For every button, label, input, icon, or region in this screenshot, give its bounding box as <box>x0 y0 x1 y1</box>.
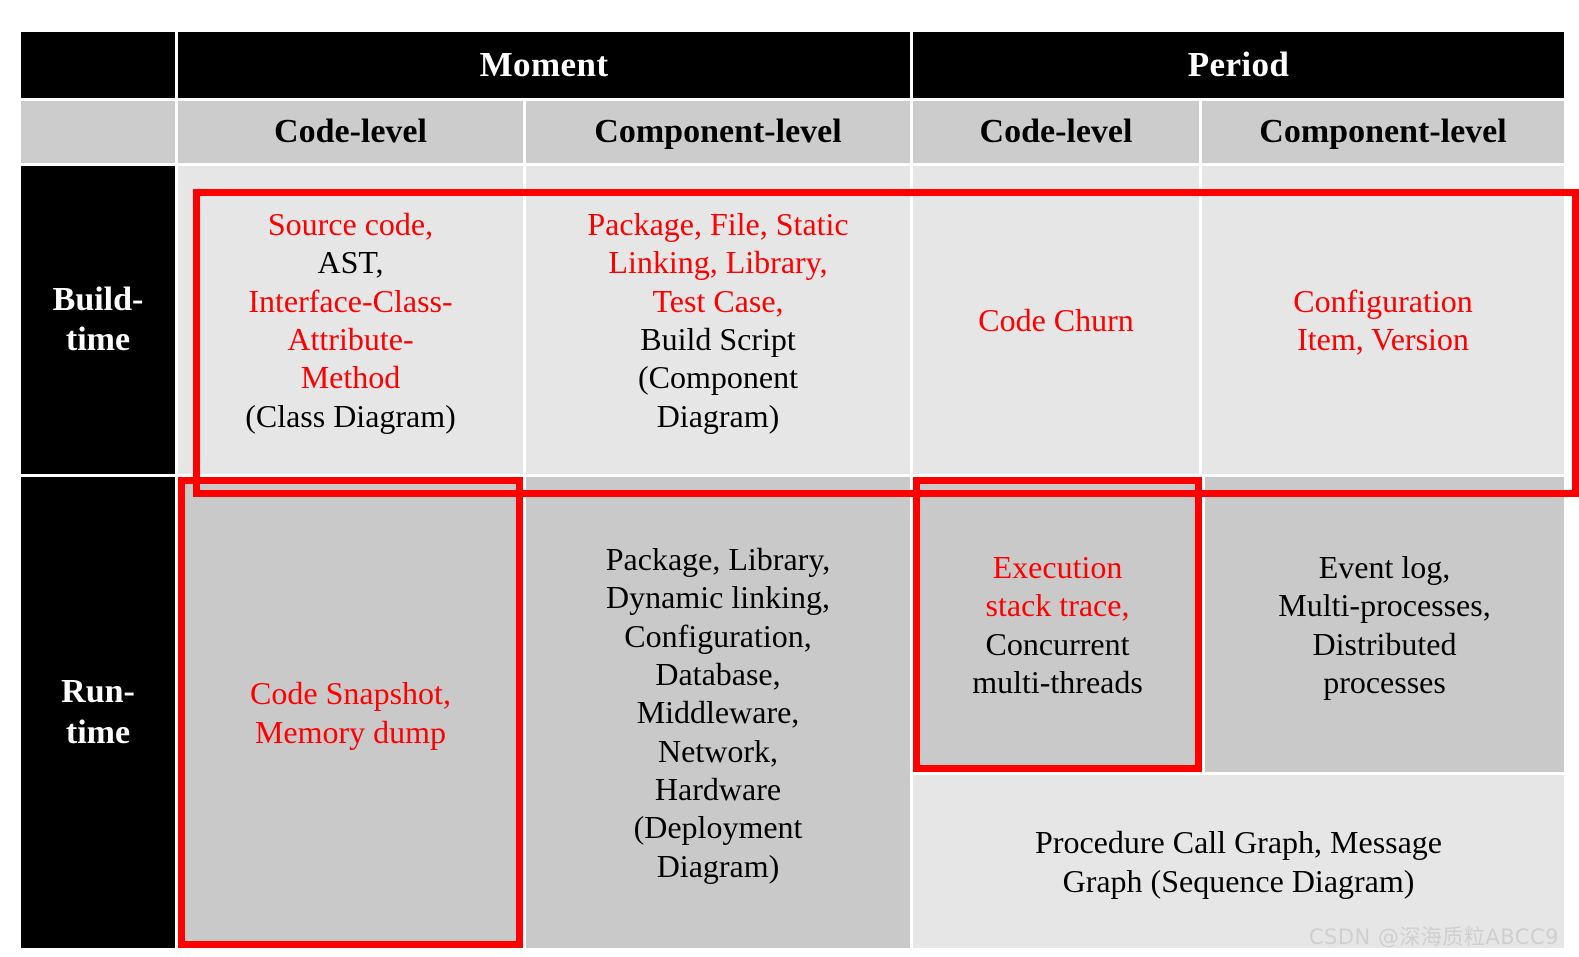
cell-run-moment-code-level-content: Code Snapshot, Memory dump <box>191 674 510 751</box>
cell-build-moment-component-level: Package, File, Static Linking, Library, … <box>526 166 910 474</box>
row-label-run-time: Run- time <box>21 477 175 948</box>
line: Configuration <box>1293 282 1473 319</box>
line: Source code, <box>267 205 434 242</box>
row-run-time: Run- time Code Snapshot, Memory dump Pac… <box>21 477 1565 948</box>
line: Event log, <box>1318 548 1451 585</box>
row-label-build-time-line1: Build- <box>52 280 144 318</box>
corner-cell-sub <box>21 101 175 163</box>
line: AST, <box>317 244 384 281</box>
header-moment-component-level: Component-level <box>526 101 910 163</box>
cell-build-moment-component-level-content: Package, File, Static Linking, Library, … <box>526 201 910 439</box>
line: Procedure Call Graph, Message <box>1035 824 1442 861</box>
cell-run-period-component-level: Event log, Multi-processes, Distributed … <box>1205 477 1565 772</box>
line: Distributed <box>1312 625 1457 662</box>
run-period-split-upper: Execution stack trace, Concurrent multi-… <box>913 477 1565 772</box>
line: Diagram) <box>656 847 780 884</box>
row-build-time: Build- time Source code, AST, Interface-… <box>21 166 1565 474</box>
cell-run-period-spanning-content: Procedure Call Graph, Message Graph (Seq… <box>921 823 1556 900</box>
cell-build-moment-code-level-content: Source code, AST, Interface-Class- Attri… <box>178 201 523 439</box>
row-label-build-time-line2: time <box>65 321 131 358</box>
cell-build-period-component-level-content: Configuration Item, Version <box>1202 278 1564 363</box>
header-period-component-level: Component-level <box>1202 101 1565 163</box>
line: (Component <box>638 359 798 396</box>
cell-run-period-code-level: Execution stack trace, Concurrent multi-… <box>913 477 1202 772</box>
line: Interface-Class- <box>248 282 453 319</box>
line: Method <box>300 359 401 396</box>
row-label-run-time-line1: Run- <box>61 673 135 711</box>
line: Code Snapshot, <box>250 675 451 712</box>
cell-run-moment-component-level-content: Package, Library, Dynamic linking, Confi… <box>526 536 910 890</box>
highlight-box-code-snapshot: Code Snapshot, Memory dump <box>178 477 523 948</box>
line: multi-threads <box>972 663 1143 700</box>
highlight-box-execution-stack-trace: Execution stack trace, Concurrent multi-… <box>913 477 1202 772</box>
line: Package, File, Static <box>587 205 849 242</box>
run-period-split-container: Execution stack trace, Concurrent multi-… <box>913 477 1565 948</box>
line: Network, <box>658 732 778 769</box>
cell-run-moment-component-level: Package, Library, Dynamic linking, Confi… <box>526 477 910 948</box>
cell-run-period-spanning: Procedure Call Graph, Message Graph (Seq… <box>913 775 1565 948</box>
line: Item, Version <box>1297 321 1469 357</box>
line: Dynamic linking, <box>606 579 830 616</box>
line: (Class Diagram) <box>245 397 456 434</box>
line: Database, <box>655 655 781 692</box>
line: Code Churn <box>978 301 1134 338</box>
evidence-matrix-table: Moment Period Code-level Component-level… <box>18 29 1579 948</box>
line: processes <box>1323 663 1446 700</box>
row-label-run-time-line2: time <box>65 713 131 751</box>
row-label-build-time: Build- time <box>21 166 175 474</box>
line: Multi-processes, <box>1278 587 1491 624</box>
header-moment: Moment <box>178 32 910 98</box>
run-period-split-lower: Procedure Call Graph, Message Graph (Seq… <box>913 775 1565 948</box>
line: Test Case, <box>652 282 784 319</box>
header-moment-code-level: Code-level <box>178 101 523 163</box>
header-row-sub: Code-level Component-level Code-level Co… <box>21 101 1565 163</box>
line: Build Script <box>640 321 796 357</box>
cell-run-period-code-level-content: Execution stack trace, Concurrent multi-… <box>926 548 1189 702</box>
header-period-code-level: Code-level <box>913 101 1199 163</box>
cell-run-period-component-level-content: Event log, Multi-processes, Distributed … <box>1213 548 1556 702</box>
line: Memory dump <box>254 713 447 750</box>
corner-cell <box>21 32 175 98</box>
run-period-split: Execution stack trace, Concurrent multi-… <box>913 477 1565 948</box>
cell-build-period-code-level: Code Churn <box>913 166 1199 474</box>
line: Hardware <box>654 771 782 808</box>
header-row-top: Moment Period <box>21 32 1565 98</box>
line: Execution <box>992 548 1123 585</box>
matrix-grid: Moment Period Code-level Component-level… <box>18 29 1567 951</box>
line: stack trace, <box>985 587 1130 624</box>
cell-run-moment-code-level: Code Snapshot, Memory dump <box>178 477 523 948</box>
line: Graph (Sequence Diagram) <box>1062 862 1415 899</box>
line: Linking, Library, <box>608 244 828 281</box>
line: Configuration, <box>624 617 812 654</box>
csdn-watermark: CSDN @深海质粒ABCC9 <box>1308 925 1559 949</box>
line: Diagram) <box>656 397 780 434</box>
cell-build-period-code-level-content: Code Churn <box>913 297 1199 343</box>
cell-build-moment-code-level: Source code, AST, Interface-Class- Attri… <box>178 166 523 474</box>
cell-build-period-component-level: Configuration Item, Version <box>1202 166 1565 474</box>
header-period: Period <box>913 32 1565 98</box>
line: Concurrent <box>985 625 1130 662</box>
line: (Deployment <box>633 809 803 846</box>
line: Package, Library, <box>605 540 831 577</box>
line: Attribute- <box>287 321 414 357</box>
line: Middleware, <box>636 694 800 731</box>
